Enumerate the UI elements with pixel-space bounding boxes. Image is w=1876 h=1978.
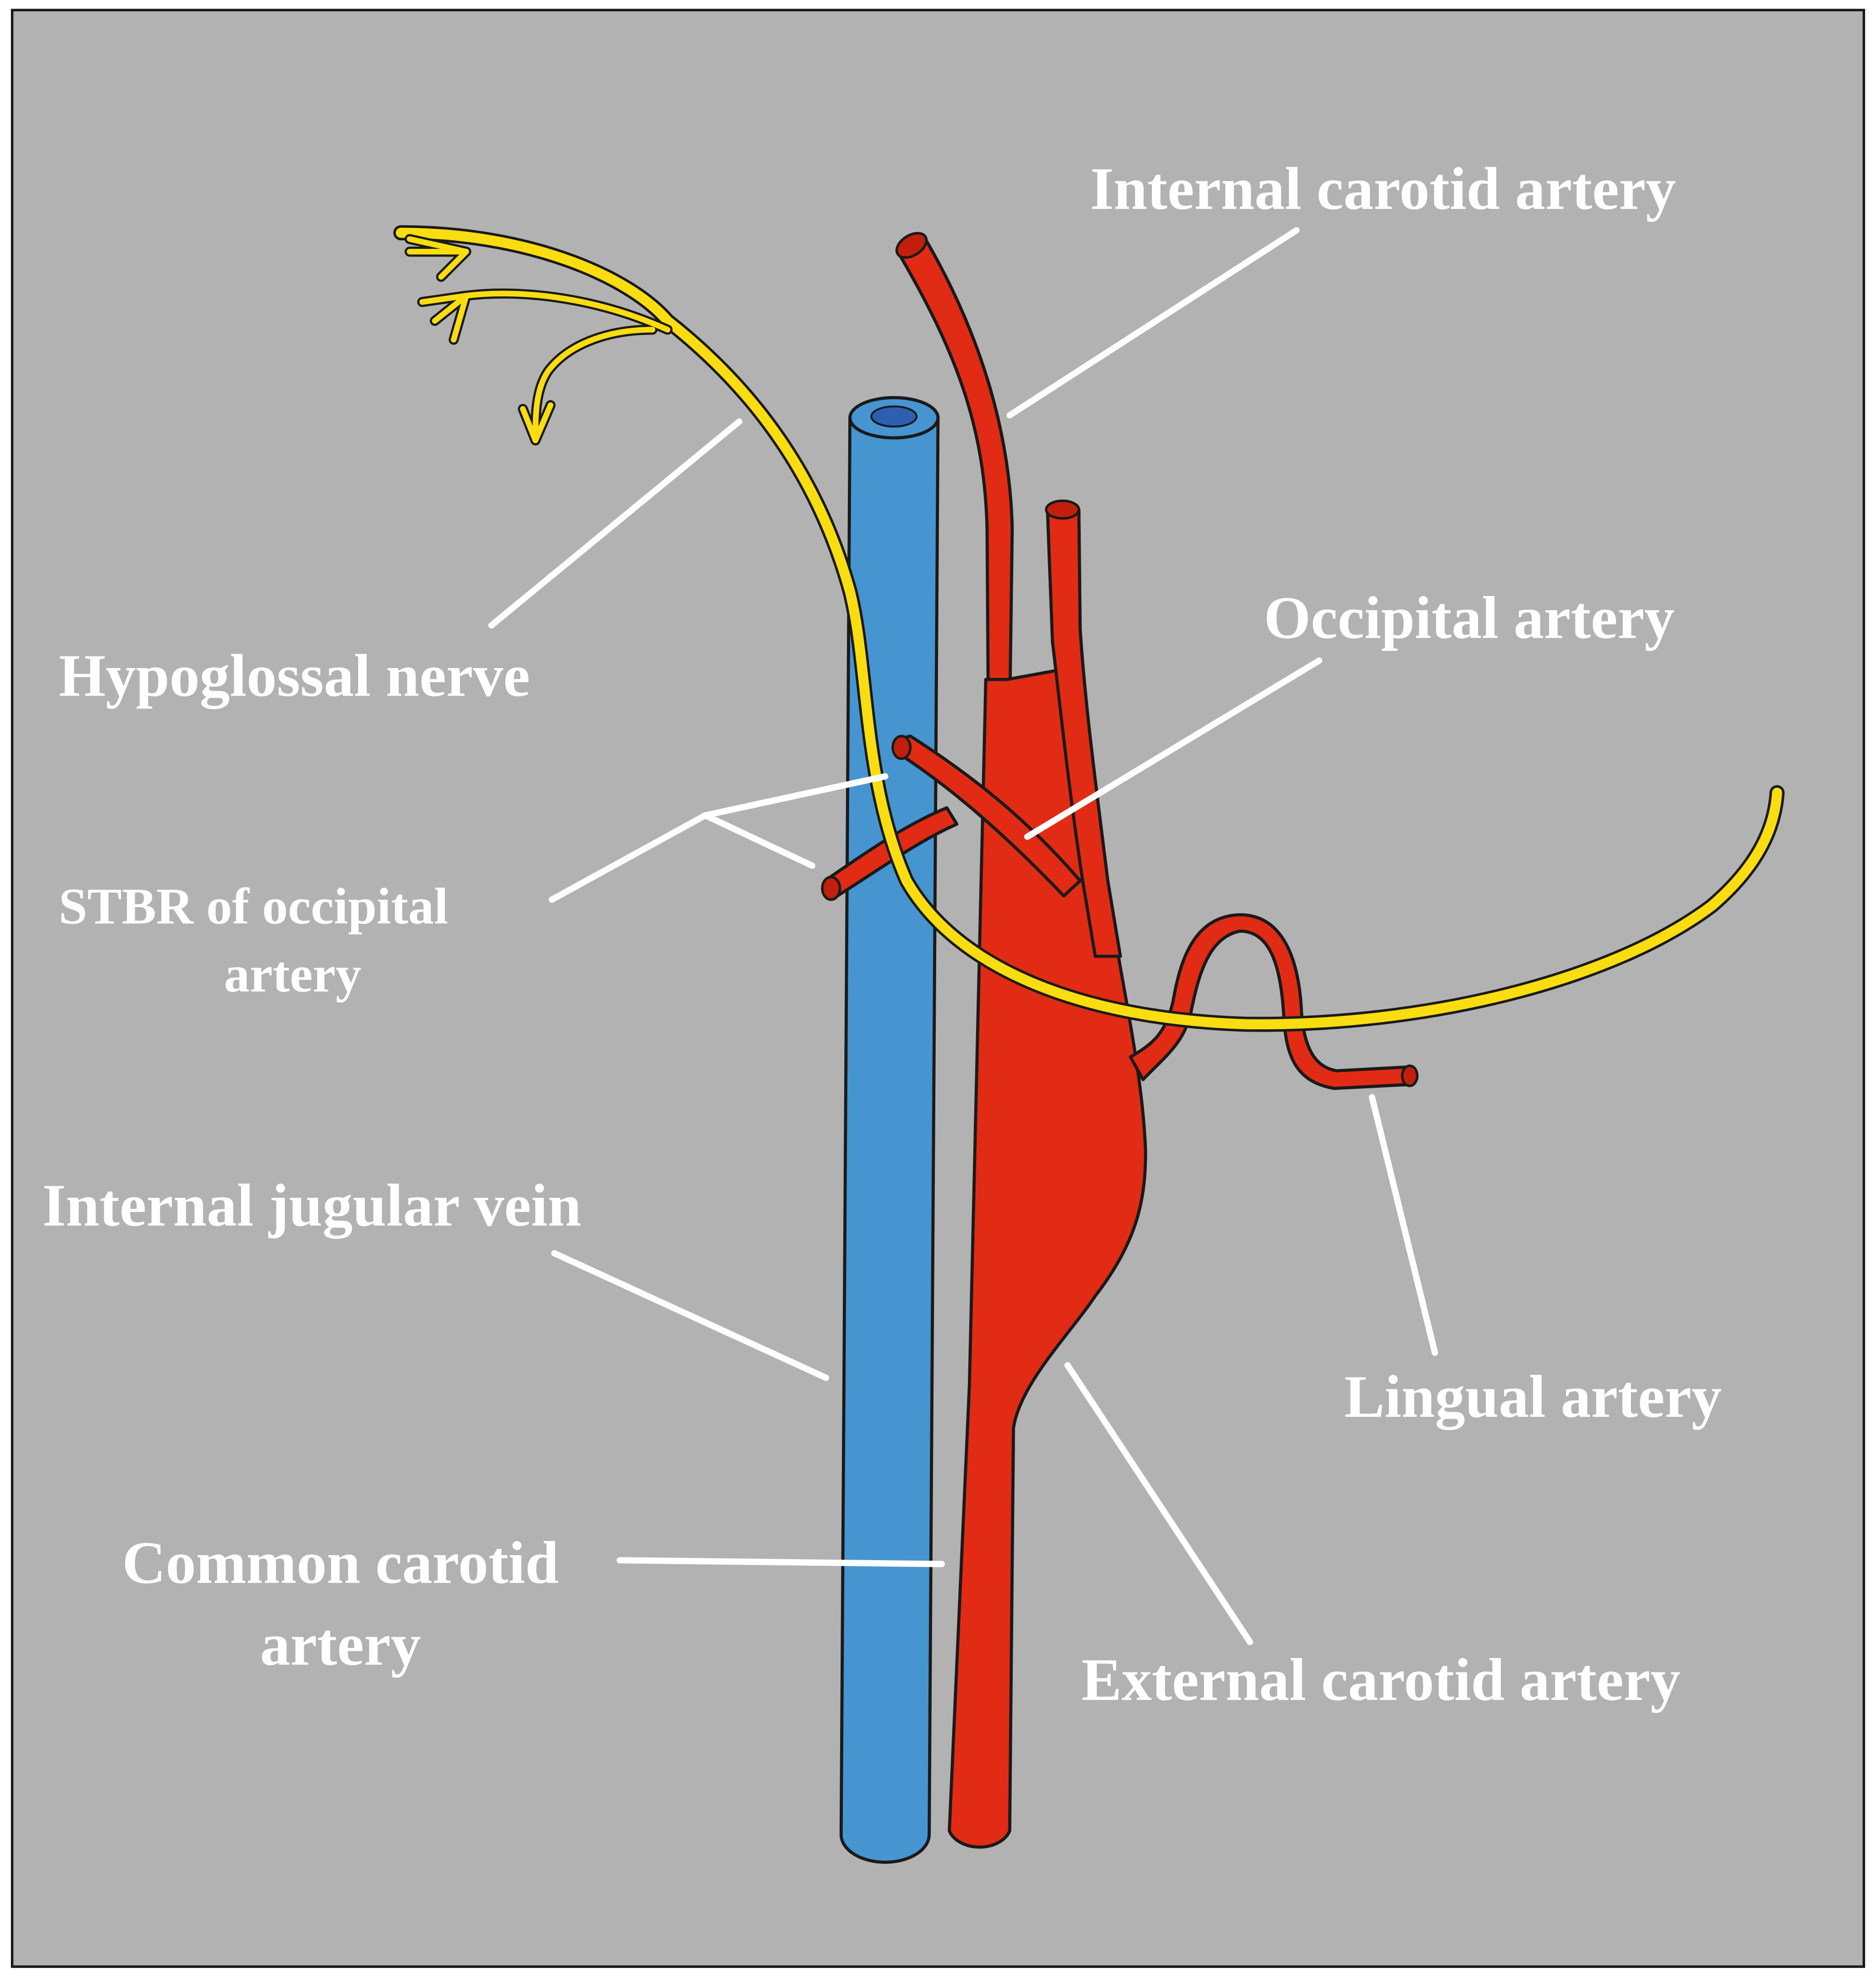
occipital-artery-opening bbox=[891, 735, 912, 760]
label-common-carotid-line2: artery bbox=[260, 1611, 421, 1678]
label-stbr-line1: STBR of occipital bbox=[59, 878, 449, 935]
leader-internal-carotid bbox=[1006, 227, 1300, 419]
leader-common-carotid bbox=[616, 1557, 945, 1567]
internal-jugular-vein-lumen bbox=[870, 405, 918, 428]
lingual-artery bbox=[1129, 913, 1419, 1090]
leader-internal-jugular bbox=[551, 1250, 829, 1381]
lingual-artery-opening bbox=[1401, 1064, 1419, 1087]
label-occipital: Occipital artery bbox=[1264, 584, 1674, 651]
labels: Internal carotid artery Occipital artery… bbox=[42, 155, 1721, 1713]
stbr-branch-opening bbox=[821, 876, 841, 901]
hypoglossal-nerve bbox=[393, 225, 1785, 1032]
label-internal-carotid: Internal carotid artery bbox=[1090, 155, 1676, 222]
occipital-artery-body bbox=[894, 734, 1082, 898]
label-internal-jugular: Internal jugular vein bbox=[42, 1172, 581, 1239]
hypoglossal-nerve-main-fill bbox=[396, 228, 1782, 1030]
label-lingual: Lingual artery bbox=[1344, 1363, 1722, 1430]
label-stbr-line2: artery bbox=[224, 946, 361, 1003]
label-external-carotid: External carotid artery bbox=[1081, 1646, 1680, 1713]
leader-external-carotid bbox=[1064, 1362, 1253, 1645]
leader-stbr-second bbox=[702, 812, 816, 869]
leader-lingual bbox=[1368, 1094, 1438, 1356]
external-carotid-artery-body bbox=[1046, 508, 1122, 958]
external-carotid-artery-opening bbox=[1044, 499, 1080, 520]
leader-occipital bbox=[1024, 657, 1323, 840]
external-carotid-artery bbox=[1044, 499, 1122, 958]
label-hypoglossal: Hypoglossal nerve bbox=[59, 642, 530, 709]
hypoglossal-nerve-branches-fill bbox=[406, 236, 671, 443]
leader-hypoglossal bbox=[488, 418, 743, 629]
leader-lines bbox=[488, 227, 1438, 1645]
internal-carotid-artery-opening bbox=[895, 232, 928, 259]
label-common-carotid-line1: Common carotid bbox=[122, 1529, 559, 1596]
